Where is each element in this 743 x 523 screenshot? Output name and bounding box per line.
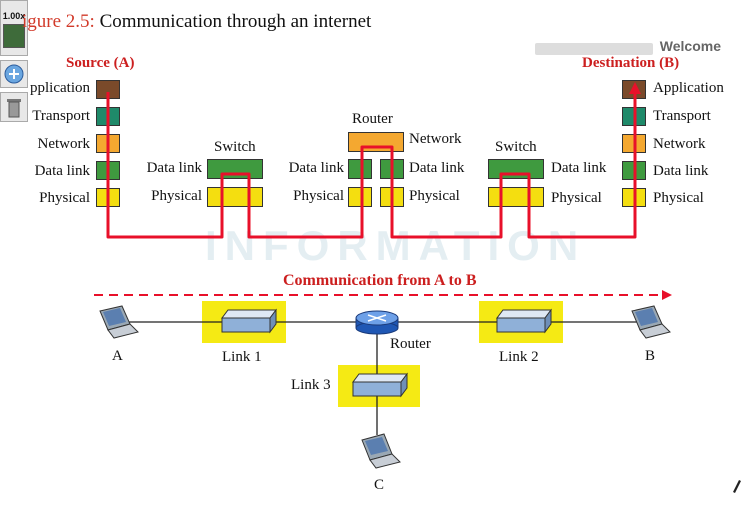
node-a-label: A bbox=[112, 348, 123, 364]
communication-label: Communication from A to B bbox=[283, 272, 477, 289]
node-b-label: B bbox=[645, 348, 656, 364]
zoom-in-icon bbox=[4, 64, 24, 84]
router-left-datalink-label: Data link bbox=[288, 160, 344, 176]
zoom-in-button[interactable] bbox=[0, 60, 28, 88]
trash-icon bbox=[7, 99, 21, 118]
source-heading: Source (A) bbox=[66, 55, 135, 71]
zoom-panel[interactable]: 1.00x bbox=[0, 0, 28, 56]
dest-application-label: Application bbox=[653, 80, 724, 96]
trash-button[interactable] bbox=[0, 92, 28, 122]
source-physical-label: Physical bbox=[39, 190, 90, 206]
switch1-device-icon bbox=[221, 308, 277, 334]
router-device-icon bbox=[355, 310, 399, 335]
link1-label: Link 1 bbox=[222, 349, 262, 365]
zoom-level: 1.00x bbox=[2, 11, 26, 21]
switch2-physical-label: Physical bbox=[551, 190, 602, 206]
switch2-datalink-label: Data link bbox=[551, 160, 607, 176]
node-c-label: C bbox=[374, 477, 385, 493]
switch1-label: Switch bbox=[214, 139, 256, 155]
dest-datalink-label: Data link bbox=[653, 163, 709, 179]
dest-network-label: Network bbox=[653, 136, 706, 152]
figure-title: igure 2.5: Communication through an inte… bbox=[22, 11, 371, 33]
source-datalink-label: Data link bbox=[34, 163, 90, 179]
router-device-label: Router bbox=[390, 336, 431, 352]
watermark-banner bbox=[535, 43, 653, 55]
source-application-label: pplication bbox=[30, 80, 90, 96]
link2-label: Link 2 bbox=[499, 349, 539, 365]
switch2-device-icon bbox=[496, 308, 552, 334]
dashed-arrowhead bbox=[662, 290, 672, 300]
path-arrowhead bbox=[629, 82, 641, 94]
welcome-watermark: Welcome bbox=[659, 38, 721, 54]
switch3-device-icon bbox=[352, 372, 408, 398]
link3-label: Link 3 bbox=[291, 377, 331, 393]
router-left-datalink-box bbox=[348, 159, 372, 179]
dest-transport-label: Transport bbox=[653, 108, 711, 124]
router-network-label: Network bbox=[409, 131, 462, 147]
laptop-c-icon bbox=[361, 433, 401, 469]
destination-heading: Destination (B) bbox=[582, 55, 680, 71]
switch1-physical-label: Physical bbox=[151, 188, 202, 204]
router-right-datalink-label: Data link bbox=[409, 160, 465, 176]
router-left-physical-box bbox=[348, 187, 372, 207]
source-transport-label: Transport bbox=[32, 108, 90, 124]
figure-number: igure 2.5: bbox=[22, 11, 95, 32]
router-stack-label: Router bbox=[352, 111, 393, 127]
laptop-b-icon bbox=[631, 305, 671, 339]
router-right-physical-label: Physical bbox=[409, 188, 460, 204]
switch1-datalink-label: Data link bbox=[146, 160, 202, 176]
source-network-label: Network bbox=[37, 136, 91, 152]
router-left-physical-label: Physical bbox=[293, 188, 344, 204]
switch2-label: Switch bbox=[495, 139, 537, 155]
pen-cursor-icon bbox=[733, 480, 741, 493]
figure-caption: Communication through an internet bbox=[99, 11, 372, 32]
dest-physical-label: Physical bbox=[653, 190, 704, 206]
laptop-a-icon bbox=[99, 305, 139, 339]
thumbnail-icon bbox=[3, 24, 25, 48]
data-path-line bbox=[106, 88, 637, 239]
